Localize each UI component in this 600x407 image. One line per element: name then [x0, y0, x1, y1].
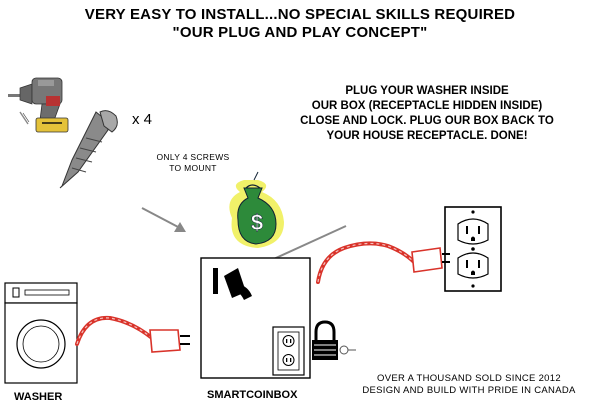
money-bag-icon: $	[229, 171, 284, 248]
padlock-icon	[312, 320, 356, 360]
instruction-line: PLUG YOUR WASHER INSIDE	[345, 85, 509, 97]
wall-receptacle-icon	[444, 206, 502, 292]
screws-note: ONLY 4 SCREWS TO MOUNT	[138, 152, 248, 174]
screws-note-line: TO MOUNT	[169, 163, 217, 173]
screws-note-line: ONLY 4 SCREWS	[156, 152, 230, 162]
screw-icon	[59, 110, 118, 189]
washer-icon	[4, 282, 78, 384]
power-cord-icon	[316, 241, 450, 284]
arrow-icon	[141, 207, 186, 232]
instruction-line: YOUR HOUSE RECEPTACLE. DONE!	[326, 130, 528, 142]
footer-line-1: OVER A THOUSAND SOLD SINCE 2012	[377, 373, 561, 384]
power-cord-icon	[75, 315, 190, 353]
headline-line-1: VERY EASY TO INSTALL...NO SPECIAL SKILLS…	[84, 6, 516, 23]
screw-multiplier: x 4	[132, 111, 153, 128]
instruction-line: OUR BOX (RECEPTACLE HIDDEN INSIDE)	[311, 100, 543, 112]
smartcoinbox-label: SMARTCOINBOX	[207, 389, 298, 401]
footer-text: OVER A THOUSAND SOLD SINCE 2012 DESIGN A…	[338, 373, 600, 397]
instruction-line: CLOSE AND LOCK. PLUG OUR BOX BACK TO	[300, 115, 554, 127]
drill-icon	[8, 77, 69, 133]
smartcoinbox-icon	[200, 257, 311, 379]
washer-label: WASHER	[14, 391, 63, 403]
instructions-text: PLUG YOUR WASHER INSIDE OUR BOX (RECEPTA…	[262, 84, 592, 144]
headline-line-2: "OUR PLUG AND PLAY CONCEPT"	[172, 24, 428, 41]
dollar-sign: $	[251, 210, 263, 235]
footer-line-2: DESIGN AND BUILD WITH PRIDE IN CANADA	[362, 385, 576, 396]
